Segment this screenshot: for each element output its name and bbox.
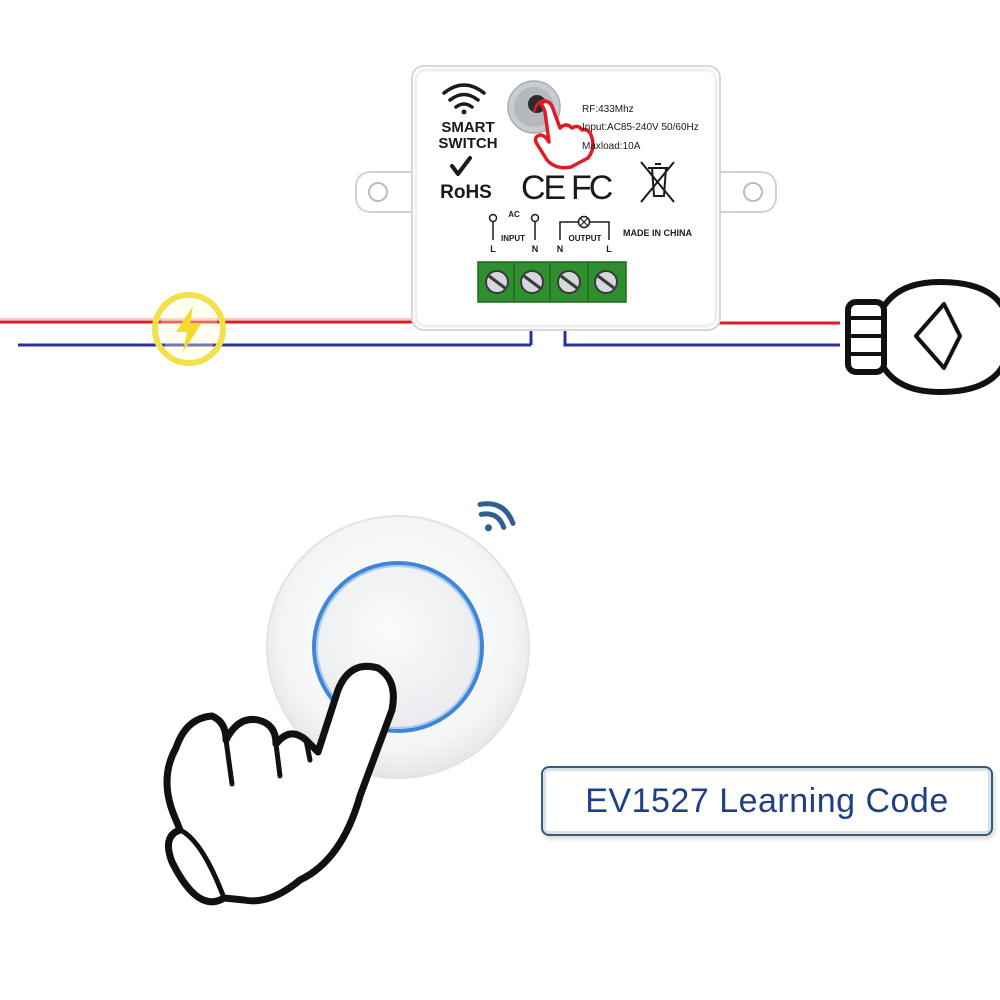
made-in-label: MADE IN CHINA: [623, 228, 692, 238]
fc-mark: FC: [571, 169, 613, 207]
input-l-label: L: [490, 244, 496, 254]
terminal-screw: [557, 270, 581, 294]
terminal-screw: [594, 270, 618, 294]
ac-label: AC: [508, 210, 520, 219]
pointing-hand-icon: [532, 98, 595, 170]
checkmark-icon: [450, 156, 472, 176]
spec-input: Input:AC85-240V 50/60Hz: [582, 122, 699, 133]
wifi-icon: [442, 83, 486, 115]
brand-line-2: SWITCH: [438, 135, 497, 152]
output-label: OUTPUT: [569, 234, 602, 243]
output-terminal-labels: OUTPUT N L: [557, 215, 612, 254]
spec-load: Maxload:10A: [582, 141, 641, 152]
output-l-label: L: [606, 244, 612, 254]
terminal-screw: [485, 270, 509, 294]
terminal-screw: [520, 270, 544, 294]
rohs-mark: RoHS: [440, 182, 492, 203]
input-n-label: N: [532, 244, 539, 254]
input-terminal-labels: AC INPUT L N: [488, 210, 540, 254]
power-bolt-icon: [152, 292, 226, 366]
ce-mark: CE: [521, 169, 566, 207]
pointing-hand-icon: [163, 662, 397, 906]
wifi-icon: [477, 501, 516, 532]
smart-switch-module: SMART SWITCH RF:433Mhz Input:AC85-240V 5…: [355, 65, 777, 331]
brand-line-1: SMART: [441, 119, 494, 136]
mounting-ear-right: [719, 171, 777, 213]
crossed-bin-icon: [640, 161, 675, 203]
mounting-ear-left: [355, 171, 413, 213]
caption-box: EV1527 Learning Code: [541, 766, 993, 836]
output-n-label: N: [557, 244, 564, 254]
light-bulb-icon: [845, 279, 1000, 395]
input-label: INPUT: [501, 234, 525, 243]
spec-rf: RF:433Mhz: [582, 104, 634, 115]
caption-text: EV1527 Learning Code: [585, 781, 949, 820]
